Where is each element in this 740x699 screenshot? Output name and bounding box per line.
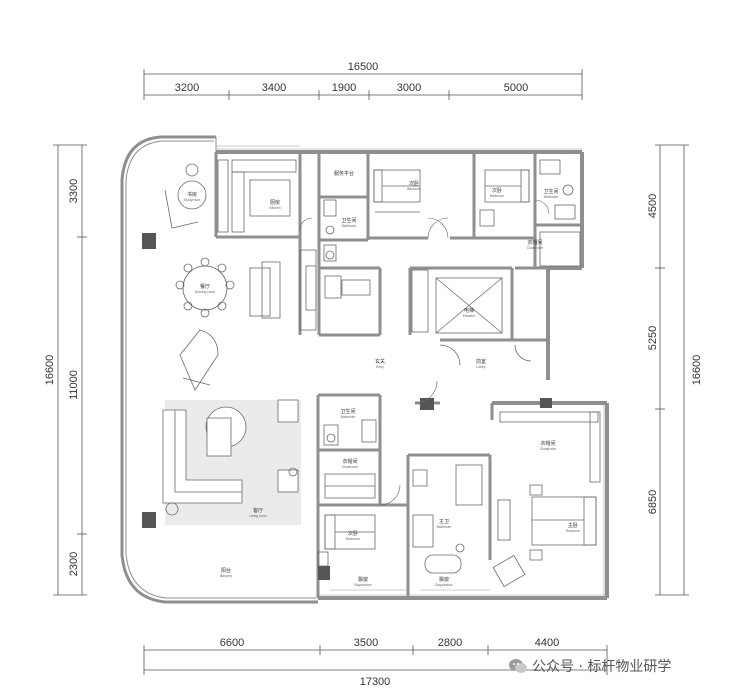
label-bay-right-en: Baywindow <box>435 583 453 587</box>
dim-top-5: 5000 <box>504 82 528 94</box>
label-kitchen: 厨房 <box>270 199 280 206</box>
label-dining-en: Dinning room <box>195 290 215 294</box>
label-bedroom-upper-left-en: Bedroom <box>407 187 421 191</box>
label-bedroom-lower-en: Bedroom <box>346 537 360 541</box>
room-labels: 书房 Studyroom 厨房 Kitchen 服务平台 卫生间 Bathroo… <box>184 170 580 587</box>
elevator-car <box>435 277 503 334</box>
column-core-1 <box>318 566 330 580</box>
label-bath-upper: 卫生间 <box>341 217 356 224</box>
dim-right-total: 16600 <box>691 355 703 386</box>
label-bedroom-lower: 次卧 <box>348 530 358 537</box>
dim-bottom-2: 3500 <box>354 637 378 649</box>
label-bath-upper-en: Bathroom <box>342 224 357 228</box>
column-nw <box>142 233 156 249</box>
dim-top-1: 3200 <box>175 82 199 94</box>
label-master-bedroom: 主卧 <box>568 522 578 529</box>
label-bedroom-upper-right-en: Bedroom <box>490 194 504 198</box>
label-bay-left: 飘窗 <box>358 576 368 583</box>
label-dining: 餐厅 <box>200 283 210 290</box>
dim-bottom-4: 4400 <box>535 637 559 649</box>
label-bath-upper-right-en: Bathroom <box>544 195 559 199</box>
dim-left-3: 2300 <box>68 552 80 576</box>
structural-columns <box>142 233 552 580</box>
label-bay-left-en: Baywindow <box>354 583 372 587</box>
column-core-2 <box>420 398 434 410</box>
dim-right-1: 4500 <box>647 194 659 218</box>
dim-left-total: 16600 <box>44 355 56 386</box>
label-bath-lower-en: Bathroom <box>341 415 356 419</box>
label-cloak-lower-en: Cloakroom <box>342 465 359 469</box>
kitchen-counter <box>231 159 297 173</box>
wechat-icon <box>509 659 527 673</box>
dim-left-1: 3300 <box>68 179 80 203</box>
dim-bottom-3: 2800 <box>438 637 462 649</box>
watermark-text: 公众号 · 标杆物业研学 <box>532 659 672 675</box>
dim-right-3: 6850 <box>647 490 659 514</box>
dim-top-2: 3400 <box>262 82 286 94</box>
label-bedroom-upper-right: 次卧 <box>492 187 502 194</box>
label-balcony: 阳台 <box>221 567 231 574</box>
label-entry-en: Entry <box>376 365 384 369</box>
dimension-lines <box>53 69 689 675</box>
label-lobby: 前室 <box>476 358 486 365</box>
label-cloak-upper-right: 衣帽间 <box>527 239 542 246</box>
label-cloak-upper-right-en: Cloakroom <box>527 246 544 250</box>
label-cloak-master: 衣帽间 <box>540 440 555 447</box>
piano <box>179 329 219 391</box>
column-w <box>142 512 156 528</box>
windows <box>216 145 607 598</box>
dim-top-3: 1900 <box>332 82 356 94</box>
dim-top-4: 3000 <box>397 82 421 94</box>
dim-bottom-1: 6600 <box>220 637 244 649</box>
label-entry: 玄关 <box>375 358 385 365</box>
label-study-en: Studyroom <box>184 198 201 202</box>
label-bay-right: 飘窗 <box>439 576 449 583</box>
label-master-bedroom-en: Bedroom <box>566 529 580 533</box>
l-sofa <box>162 409 243 504</box>
label-service-balcony: 服务平台 <box>334 170 354 177</box>
label-balcony-en: Balcony <box>220 574 232 578</box>
study-desk <box>177 180 207 210</box>
label-kitchen-en: Kitchen <box>269 206 280 210</box>
column-core-3 <box>540 398 552 408</box>
watermark: 公众号 · 标杆物业研学 <box>508 656 671 676</box>
dimension-texts: 16500 3200 3400 1900 3000 5000 6600 3500… <box>44 61 703 688</box>
furniture <box>162 159 601 588</box>
label-lobby-en: Lobby <box>476 365 486 369</box>
bathtub <box>424 554 462 574</box>
label-living-en: Living room <box>249 514 267 518</box>
label-bedroom-upper-left: 次卧 <box>409 180 419 187</box>
exterior-walls <box>120 135 609 604</box>
bed-master <box>531 496 597 546</box>
dim-top-total: 16500 <box>348 61 379 73</box>
label-bath-upper-right: 卫生间 <box>543 188 558 195</box>
label-master-bath-en: Bathroom <box>437 525 452 529</box>
interior-walls <box>214 152 582 598</box>
label-study: 书房 <box>187 191 197 198</box>
label-master-bath: 主卫 <box>439 518 449 525</box>
label-living: 客厅 <box>253 507 263 514</box>
dim-left-2: 11000 <box>68 370 80 400</box>
label-elevator: 电梯 <box>464 307 474 314</box>
dim-bottom-total: 17300 <box>360 676 391 688</box>
label-cloak-lower: 衣帽间 <box>342 458 357 465</box>
doors <box>299 199 550 506</box>
label-elevator-en: Elevator <box>463 314 476 318</box>
label-bath-lower: 卫生间 <box>340 408 355 415</box>
label-cloak-master-en: Cloakroom <box>540 447 557 451</box>
dim-right-2: 5250 <box>647 326 659 350</box>
